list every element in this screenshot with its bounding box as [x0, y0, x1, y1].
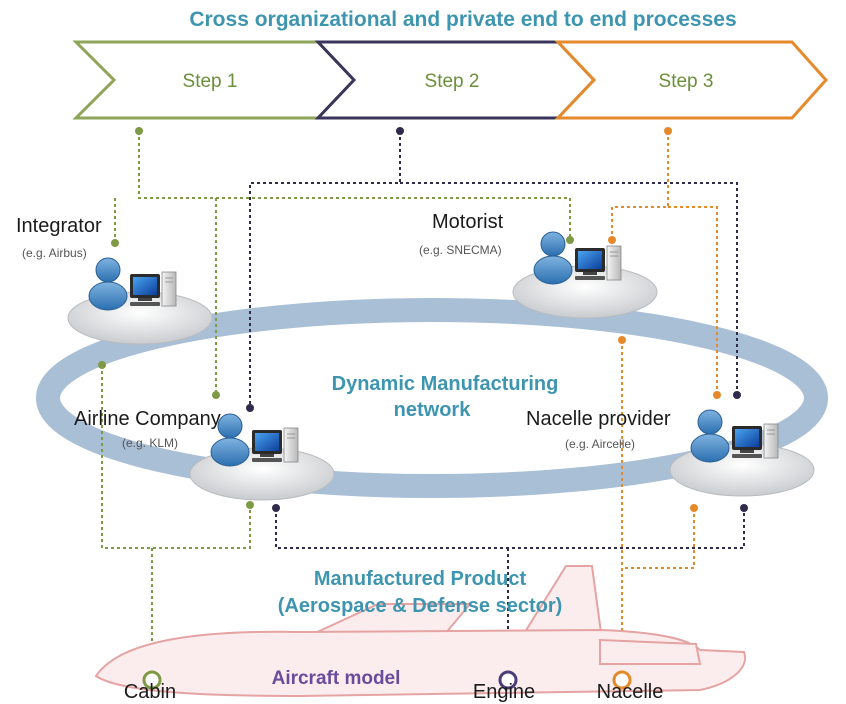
integrator-workstation-icon	[67, 257, 213, 345]
airline-company-example: (e.g. KLM)	[122, 436, 178, 450]
network-label-line-2: network	[394, 399, 472, 421]
step-3-connectors	[611, 131, 718, 676]
nacelle-provider-example: (e.g. Aircelle)	[565, 437, 635, 451]
step-2-dots	[246, 127, 748, 512]
aircraft-fuselage	[94, 628, 747, 698]
motorist-workstation-icon	[512, 231, 658, 319]
integrator-label: Integrator	[16, 215, 102, 237]
aircraft-silhouette	[94, 565, 747, 698]
step-1-dots	[98, 127, 574, 509]
nacelle-provider-label: Nacelle provider	[526, 408, 671, 430]
step-1-label: Step 1	[183, 71, 238, 92]
step-2-connectors	[249, 131, 745, 676]
product-label-line-2: (Aerospace & Defense sector)	[278, 595, 563, 617]
step-3-dots	[608, 127, 721, 512]
step-1-connectors	[101, 131, 571, 676]
step-2-label: Step 2	[425, 71, 480, 92]
aircraft-model-label: Aircraft model	[272, 668, 401, 689]
product-label-line-1: Manufactured Product	[314, 568, 527, 590]
diagram-title: Cross organizational and private end to …	[189, 8, 736, 31]
step-3-label: Step 3	[659, 71, 714, 92]
motorist-label: Motorist	[432, 211, 504, 233]
network-ring	[36, 298, 828, 498]
network-label-line-1: Dynamic Manufacturing	[332, 373, 559, 395]
step-3-chevron	[554, 40, 829, 120]
airline-company-label: Airline Company	[74, 408, 221, 430]
motorist-example: (e.g. SNECMA)	[419, 243, 502, 257]
aircraft-engine-pod	[599, 638, 702, 665]
engine-marker-icon	[498, 670, 518, 690]
nacelle-marker-icon	[612, 670, 632, 690]
nacelle-label: Nacelle	[597, 681, 664, 703]
cabin-label: Cabin	[124, 681, 176, 703]
engine-label: Engine	[473, 681, 535, 703]
step-chevrons: Step 1 Step 2 Step 3	[72, 40, 829, 120]
cabin-marker-icon	[142, 670, 162, 690]
integrator-example: (e.g. Airbus)	[22, 246, 87, 260]
